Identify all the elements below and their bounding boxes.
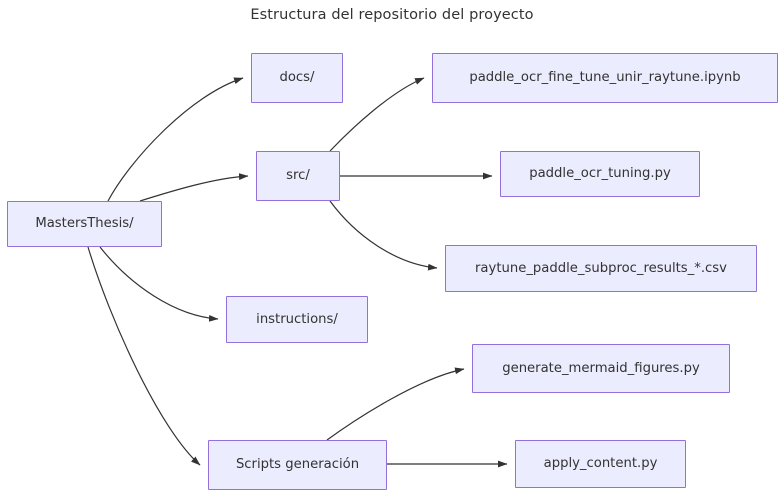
edge-masters_thesis-to-src: [139, 173, 249, 202]
node-label: paddle_ocr_tuning.py: [529, 166, 671, 182]
edge-masters_thesis-to-docs: [107, 77, 244, 202]
node-docs[interactable]: docs/: [251, 53, 343, 103]
node-label: Scripts generación: [235, 457, 360, 473]
node-label: generate_mermaid_figures.py: [502, 360, 700, 376]
node-label: MastersThesis/: [35, 216, 134, 232]
node-generate_figures[interactable]: generate_mermaid_figures.py: [472, 344, 730, 393]
node-label: instructions/: [256, 311, 338, 327]
edge-src-to-results_csv: [329, 200, 438, 271]
node-instructions[interactable]: instructions/: [226, 296, 368, 343]
edge-src-to-notebook: [329, 77, 425, 152]
node-label: apply_content.py: [543, 456, 658, 472]
node-label: raytune_paddle_subproc_results_*.csv: [475, 260, 727, 276]
node-scripts_generacion[interactable]: Scripts generación: [208, 440, 387, 490]
node-masters_thesis[interactable]: MastersThesis/: [7, 201, 162, 247]
edge-masters_thesis-to-scripts_generacion: [87, 246, 201, 466]
edge-scripts_generacion-to-generate_figures: [326, 367, 465, 441]
node-apply_content[interactable]: apply_content.py: [515, 440, 686, 488]
node-tuning_py[interactable]: paddle_ocr_tuning.py: [500, 151, 700, 197]
node-src[interactable]: src/: [256, 151, 340, 201]
node-label: paddle_ocr_fine_tune_unir_raytune.ipynb: [469, 70, 741, 86]
node-label: src/: [286, 168, 310, 184]
node-notebook[interactable]: paddle_ocr_fine_tune_unir_raytune.ipynb: [432, 53, 778, 103]
edge-masters_thesis-to-instructions: [99, 246, 219, 322]
diagram-title: Estructura del repositorio del proyecto: [250, 7, 534, 23]
node-label: docs/: [279, 70, 315, 86]
node-results_csv[interactable]: raytune_paddle_subproc_results_*.csv: [445, 245, 757, 292]
